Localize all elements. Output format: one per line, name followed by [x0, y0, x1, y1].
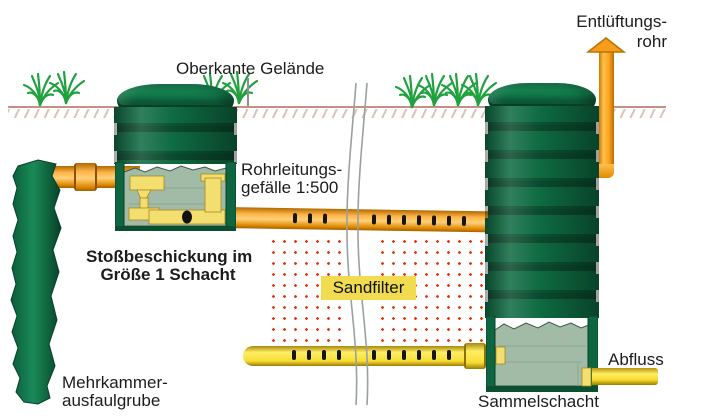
- collector-shaft-label: Sammelschacht: [478, 392, 599, 411]
- surge-shaft-cutaway: [115, 162, 236, 231]
- septic-tank-shape: [10, 159, 62, 405]
- sand-filter-label: Sandfilter: [321, 276, 416, 300]
- vent-pipe: [599, 44, 614, 168]
- collector-shaft-dome: [488, 83, 596, 108]
- collection-pipe-coupling: [464, 343, 486, 369]
- surge-loading-label-line2: Größe 1 Schacht: [100, 264, 236, 284]
- vent-pipe-label-line2: rohr: [636, 32, 667, 51]
- outflow-pipe: [592, 368, 658, 385]
- collector-shaft-body: [485, 106, 599, 318]
- surge-shaft-body: [114, 107, 237, 164]
- ground-hatch-pattern: [8, 109, 666, 118]
- pipe-gradient-label-line1: Rohrleitungs-: [241, 160, 343, 179]
- siphon-mechanism-icon: [128, 173, 226, 225]
- vent-arrow-up-icon: [585, 37, 627, 53]
- ground-label-pointer-line: [247, 78, 249, 106]
- collection-pipe: [243, 346, 493, 366]
- vent-pipe-label: Entlüftungs- rohr: [545, 12, 667, 52]
- outflow-label: Abfluss: [608, 350, 664, 369]
- collector-shaft-cutaway: [486, 316, 598, 392]
- surge-loading-label: Stoßbeschickung im Größe 1 Schacht: [86, 247, 253, 284]
- ground-level-label: Oberkante Gelände: [176, 59, 325, 78]
- septic-tank-label-line1: Mehrkammer-: [62, 373, 168, 392]
- ground-surface-line: [8, 106, 666, 108]
- septic-tank-label: Mehrkammer- ausfaulgrube: [62, 374, 168, 409]
- surge-loading-label-line1: Stoßbeschickung im: [86, 247, 253, 266]
- surge-shaft-dome: [117, 84, 234, 109]
- pipe-gradient-label-line2: gefälle 1:500: [241, 178, 339, 197]
- pipe-gradient-label: Rohrleitungs- gefälle 1:500: [241, 161, 342, 197]
- break-lines-icon: [346, 82, 369, 406]
- vent-pipe-label-line1: Entlüftungs-: [576, 12, 667, 31]
- inlet-pipe-coupling: [74, 163, 97, 191]
- septic-tank-label-line2: ausfaulgrube: [62, 390, 161, 410]
